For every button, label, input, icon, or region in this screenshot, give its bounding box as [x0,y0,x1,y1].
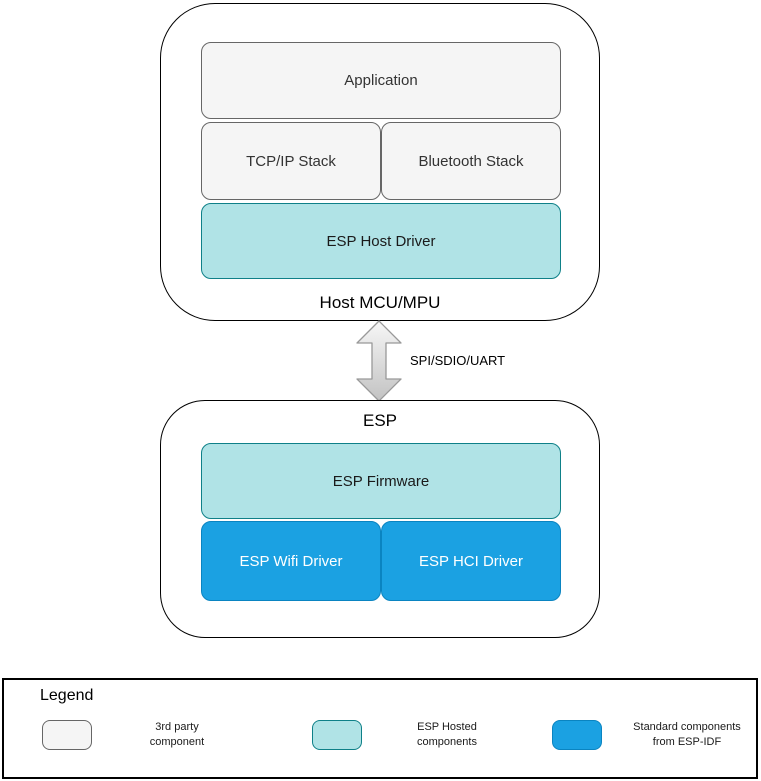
legend-label-esp-hosted: ESP Hosted components [417,721,477,748]
tcpip-stack-block: TCP/IP Stack [201,122,381,200]
bluetooth-stack-block: Bluetooth Stack [381,122,561,200]
legend-item-esp-idf: Standard components from ESP-IDF [552,720,761,750]
legend-swatch-teal [312,720,362,750]
tcpip-stack-label: TCP/IP Stack [246,152,336,170]
esp-container: ESP ESP Firmware ESP Wifi Driver ESP HCI… [160,400,600,638]
esp-firmware-block: ESP Firmware [201,443,561,519]
esp-title: ESP [362,411,398,430]
esp-host-driver-label: ESP Host Driver [326,232,436,250]
legend-swatch-gray [42,720,92,750]
spi-sdio-uart-label: SPI/SDIO/UART [410,353,506,368]
esp-host-driver-block: ESP Host Driver [201,203,561,279]
legend-item-3rd-party: 3rd party component [42,720,252,750]
legend-item-esp-hosted: ESP Hosted components [312,720,522,750]
legend: Legend 3rd party component ESP Hosted co… [2,678,758,779]
esp-wifi-driver-label: ESP Wifi Driver [239,552,343,570]
host-mcu-title: Host MCU/MPU [319,293,441,312]
bluetooth-stack-label: Bluetooth Stack [418,152,524,170]
application-block: Application [201,42,561,119]
esp-wifi-driver-block: ESP Wifi Driver [201,521,381,601]
esp-hci-driver-block: ESP HCI Driver [381,521,561,601]
double-vertical-arrow-icon [356,320,402,402]
host-mcu-container: Application TCP/IP Stack Bluetooth Stack… [160,3,600,321]
legend-label-esp-idf: Standard components from ESP-IDF [633,721,741,748]
application-label: Application [344,72,418,89]
esp-hci-driver-label: ESP HCI Driver [419,552,523,570]
esp-firmware-label: ESP Firmware [332,472,430,490]
legend-swatch-blue [552,720,602,750]
legend-title: Legend [40,687,94,704]
legend-label-3rd-party: 3rd party component [149,721,205,748]
